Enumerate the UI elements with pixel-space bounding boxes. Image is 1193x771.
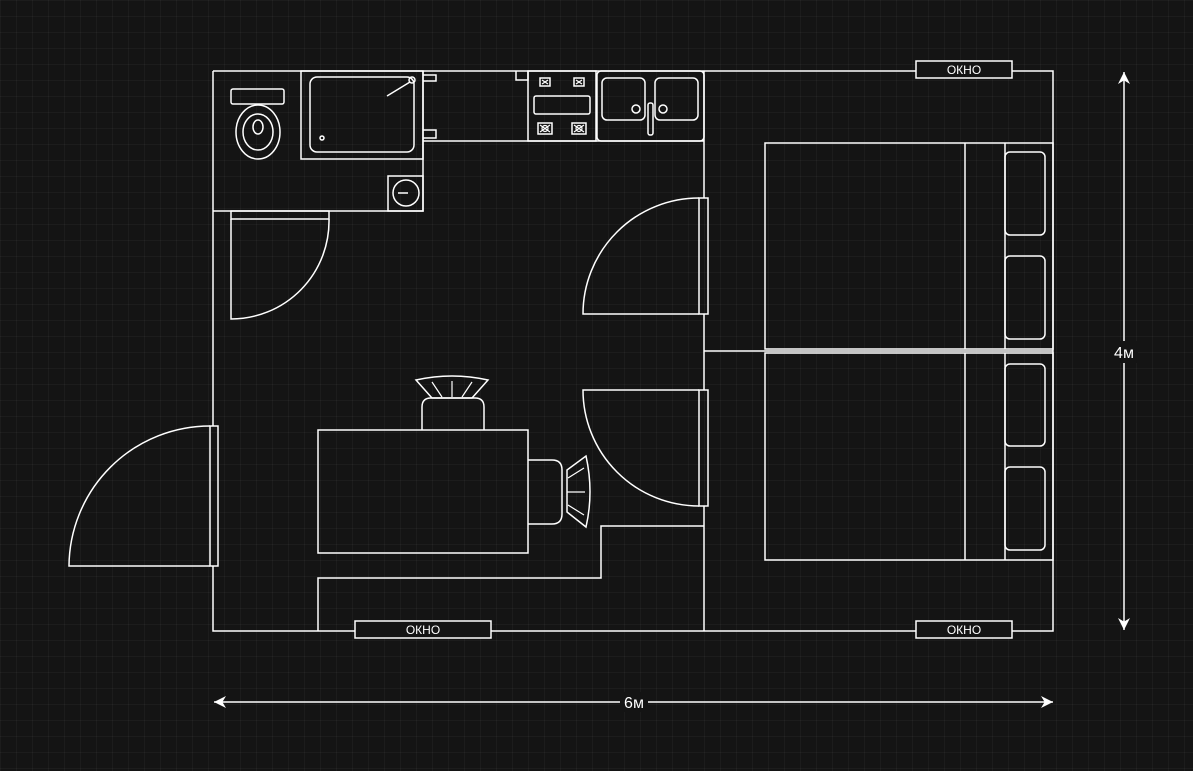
- toilet: [230, 88, 285, 160]
- kitchen: [515, 70, 705, 142]
- dining-table: [317, 429, 529, 554]
- bathroom-sink: [387, 175, 424, 212]
- height-label: 4м: [1114, 345, 1134, 362]
- bedroom-door-upper: [582, 197, 709, 315]
- shower: [300, 70, 437, 160]
- exterior-walls: [212, 70, 1054, 632]
- window-bottom-left: ОКНО: [354, 620, 492, 639]
- width-label: 6м: [624, 695, 644, 712]
- height-dimension: 4м: [1110, 72, 1138, 630]
- bed-upper: [764, 142, 1054, 350]
- kitchen-sink: [596, 70, 705, 142]
- bed-lower: [764, 352, 1054, 561]
- bathroom-door: [230, 210, 330, 320]
- chair-top: [414, 375, 490, 430]
- interior-walls: [213, 71, 1053, 631]
- stove: [527, 70, 597, 142]
- entrance-door: [68, 425, 219, 567]
- window-label: ОКНО: [947, 63, 981, 77]
- chair-right: [528, 454, 591, 529]
- bathroom: [230, 70, 437, 212]
- window-label: ОКНО: [406, 623, 440, 637]
- window-label: ОКНО: [947, 623, 981, 637]
- window-bottom-right: ОКНО: [915, 620, 1013, 639]
- window-top: ОКНО: [915, 60, 1013, 79]
- kitchen-counter: [317, 525, 704, 631]
- width-dimension: 6м: [214, 692, 1053, 712]
- bedroom-door-lower: [582, 389, 709, 507]
